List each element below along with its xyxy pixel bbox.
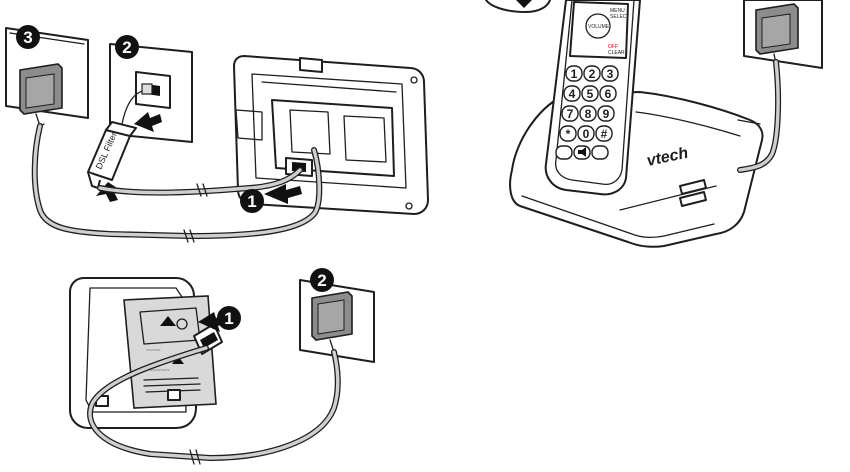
power-outlet-top-right (744, 0, 822, 68)
key-mute (592, 146, 608, 159)
svg-text:2: 2 (317, 271, 326, 290)
svg-text:2: 2 (589, 67, 596, 81)
svg-text:3: 3 (23, 28, 32, 47)
svg-text:5: 5 (587, 87, 594, 101)
svg-text:1: 1 (247, 192, 256, 211)
svg-text:0: 0 (583, 127, 590, 141)
step-badge-power-top: 3 (16, 25, 40, 49)
select-softkey-label: SELECT (610, 14, 629, 20)
step-badge-charger: 1 (217, 306, 241, 330)
step-badge-power-bottom: 2 (310, 268, 334, 292)
svg-text:9: 9 (603, 107, 610, 121)
handset: VOLUME MENU SELECT OFF CLEAR 1 2 3 4 5 6… (546, 0, 640, 194)
svg-text:4: 4 (569, 87, 576, 101)
svg-text:1: 1 (571, 67, 578, 81)
power-outlet-bottom (300, 280, 374, 362)
svg-text:*: * (566, 127, 571, 141)
svg-text:~~~~~: ~~~~~ (146, 348, 161, 354)
step-badge-base-port: 1 (240, 189, 264, 213)
svg-text:7: 7 (567, 107, 574, 121)
key-intercom (556, 146, 572, 159)
svg-text:6: 6 (605, 87, 612, 101)
svg-text:2: 2 (122, 38, 131, 57)
svg-text:8: 8 (585, 107, 592, 121)
svg-text:3: 3 (607, 67, 614, 81)
step-badge-jack: 2 (115, 35, 139, 59)
svg-text:#: # (601, 127, 608, 141)
base-station-underside (234, 56, 428, 214)
clear-softkey-label: CLEAR (608, 50, 625, 56)
volume-softkey-label: VOLUME (588, 24, 610, 30)
svg-text:1: 1 (224, 309, 233, 328)
